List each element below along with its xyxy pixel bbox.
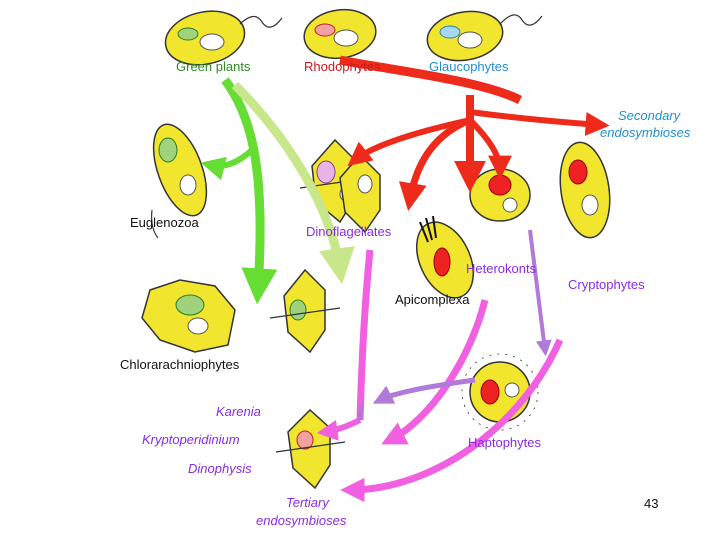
dinoflagellate-right-cell-icon [339,153,381,234]
label-cryptophytes: Cryptophytes [568,277,645,292]
dinoflagellate-middle-cell-icon [269,268,341,354]
label-secondary-endosymbioses-2: endosymbioses [600,125,691,140]
label-tertiary-endosymbioses-2: endosymbioses [256,513,347,528]
chlorarachniophyte-cell-icon [141,279,236,353]
label-kryptoperidinium: Kryptoperidinium [142,432,240,447]
heterokont-cell-icon [469,168,531,222]
glaucophyte-cell-icon [426,10,543,62]
label-dinoflagellates: Dinoflagellates [306,224,392,239]
euglenozoa-cell-icon [151,123,208,239]
label-dinophysis: Dinophysis [188,461,252,476]
green-plant-cell-icon [164,10,283,66]
label-euglenozoa: Euglenozoa [130,215,199,230]
purple-arrow-group [358,229,552,421]
cryptophyte-cell-icon [559,141,611,239]
label-haptophytes: Haptophytes [468,435,541,450]
rhodophyte-cell-icon [303,8,377,60]
label-rhodophytes: Rhodophytes [304,59,381,74]
label-apicomplexa: Apicomplexa [395,292,470,307]
label-secondary-endosymbioses-1: Secondary [618,108,681,123]
lightgreen-arrow [231,81,355,285]
green-arrow-group [200,77,278,305]
label-heterokonts: Heterokonts [466,261,537,276]
dinoflagellate-bottom-cell-icon [275,408,346,490]
red-arrow-group [339,55,610,212]
label-glaucophytes: Glaucophytes [429,59,509,74]
label-chlorarachniophytes: Chlorarachniophytes [120,357,240,372]
page-number: 43 [644,496,659,511]
label-karenia: Karenia [216,404,261,419]
label-green-plants: Green plants [176,59,251,74]
label-tertiary-endosymbioses-1: Tertiary [286,495,329,510]
heterokont-lower-cell-icon [415,215,475,299]
